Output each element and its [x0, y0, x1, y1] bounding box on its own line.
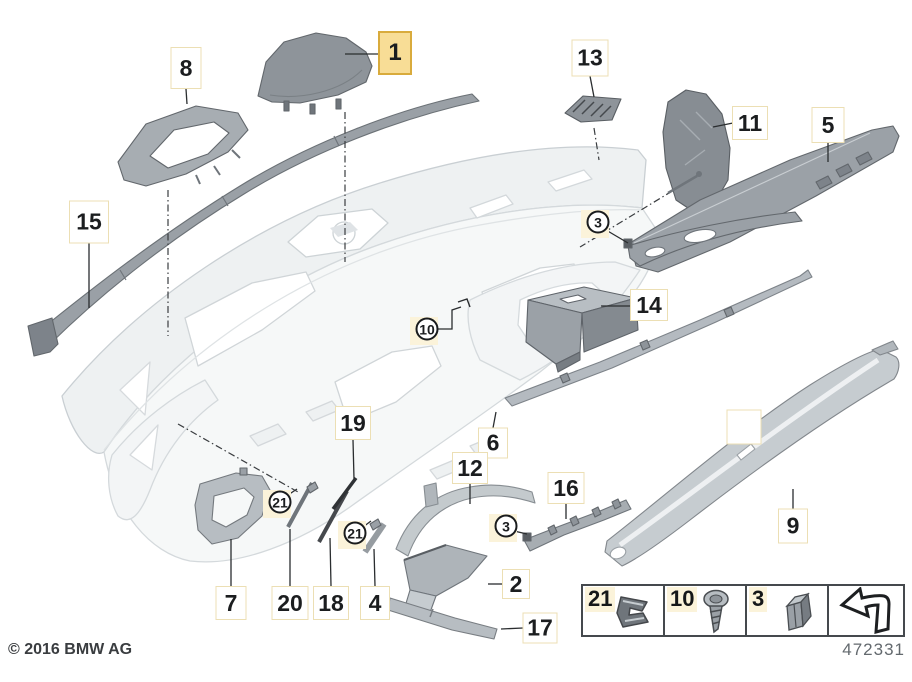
part-16-trim-strip [522, 498, 632, 552]
callout-3[interactable]: 3 [494, 514, 518, 538]
callout-21[interactable]: 21 [343, 521, 367, 545]
callout-2[interactable]: 2 [502, 569, 530, 599]
part-8-trim-frame [117, 105, 249, 187]
callout-16[interactable]: 16 [547, 472, 585, 504]
callout-3[interactable]: 3 [586, 210, 610, 234]
part-14-glovebox-bracket [525, 286, 639, 373]
part-18-accent-strip [317, 490, 349, 543]
screw-icon [703, 589, 729, 633]
part-9-door-trim-strip [604, 340, 900, 567]
screw-detail [667, 171, 702, 195]
clip-21-fastener [306, 481, 319, 494]
part-3-decor-strip [623, 211, 803, 267]
callout-14[interactable]: 14 [630, 289, 668, 321]
hook-detail [457, 298, 471, 308]
legend-cell-clip-21[interactable]: 21 [583, 586, 665, 635]
part-20-accent-strip [286, 481, 319, 528]
callout-13[interactable]: 13 [571, 39, 609, 77]
clip-21-fastener [369, 518, 382, 531]
continue-arrow-icon [839, 586, 891, 634]
callout-20[interactable]: 20 [271, 586, 309, 620]
callout-21[interactable]: 21 [268, 490, 292, 514]
clip-3-fastener [522, 532, 532, 542]
callout-10[interactable]: 10 [415, 317, 439, 341]
callout-blank[interactable] [726, 409, 762, 445]
part-13-side-vent-grille [564, 95, 622, 123]
callout-12[interactable]: 12 [452, 452, 488, 484]
callout-8[interactable]: 8 [170, 47, 202, 89]
callout-15[interactable]: 15 [69, 200, 109, 244]
legend-item-number: 10 [667, 586, 698, 613]
part-1-speaker-cover [257, 32, 373, 115]
callout-9[interactable]: 9 [778, 508, 808, 544]
copyright-text: © 2016 BMW AG [8, 641, 133, 658]
callout-11[interactable]: 11 [732, 106, 768, 140]
part-4-accent-strip [362, 518, 387, 554]
clip-3-fastener [623, 238, 633, 249]
part-6-lower-trim-strip [504, 269, 813, 407]
leader-lines [88, 53, 829, 630]
part-7-trim-frame [194, 467, 271, 545]
legend-item-number: 3 [749, 586, 768, 613]
legend-cell-screw-10[interactable]: 10 [665, 586, 747, 635]
callout-17[interactable]: 17 [522, 612, 558, 644]
legend-cell-clip-3[interactable]: 3 [747, 586, 829, 635]
legend-cell-continue[interactable] [829, 586, 903, 635]
part-19-accent-strip [331, 476, 358, 511]
legend-item-number: 21 [585, 586, 616, 613]
mounting-axis-lines [167, 112, 698, 493]
callout-18[interactable]: 18 [313, 586, 349, 620]
fastener-legend-table: 21 10 3 [581, 584, 905, 637]
part-15-windshield-trim-strip [27, 93, 480, 357]
callout-7[interactable]: 7 [215, 586, 247, 620]
callout-1[interactable]: 1 [378, 31, 412, 75]
diagram-number: 472331 [842, 640, 905, 659]
expansion-clip-icon [785, 591, 812, 631]
callout-19[interactable]: 19 [335, 406, 371, 440]
spring-clip-icon [616, 595, 649, 628]
callout-5[interactable]: 5 [811, 107, 845, 143]
callout-4[interactable]: 4 [360, 586, 390, 620]
part-12-console-surround [395, 482, 536, 557]
